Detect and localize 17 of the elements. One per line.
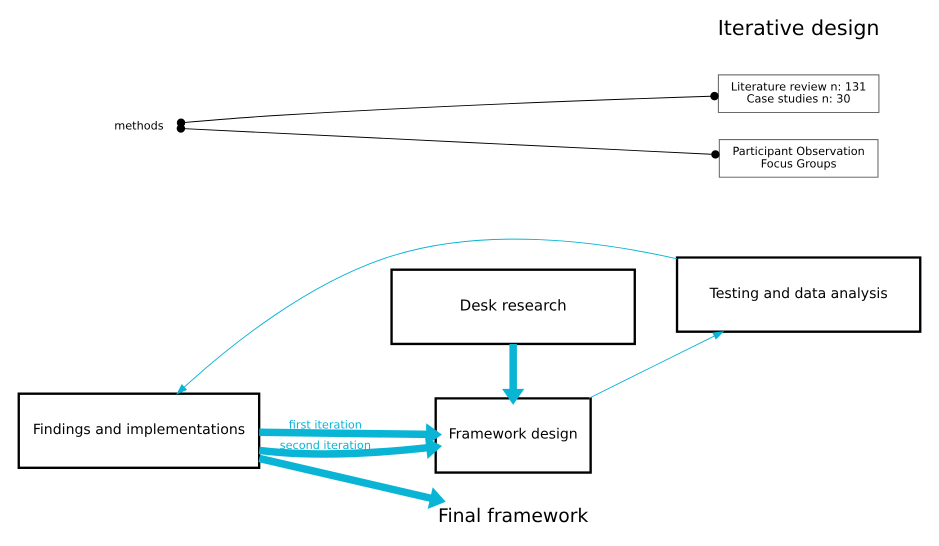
edge-label: first iteration	[288, 418, 362, 432]
arrow	[176, 238, 678, 395]
node-box: Literature review n: 131 Case studies n: 30	[718, 74, 880, 113]
edge-label: second iteration	[280, 439, 371, 452]
connector	[176, 124, 720, 159]
arrow	[258, 454, 446, 509]
label: Iterative design	[718, 16, 880, 40]
arrow	[502, 344, 524, 405]
node-box: Testing and data analysis	[676, 256, 922, 333]
arrow	[588, 331, 724, 399]
node-text: Final framework	[438, 506, 588, 527]
arrow	[258, 436, 442, 459]
node-box: Findings and implementations	[18, 392, 260, 470]
node-box: Desk research	[390, 268, 636, 346]
node-box: Framework design	[434, 397, 592, 474]
node-text: methods	[114, 119, 164, 132]
node-box: Participant Observation Focus Groups	[718, 139, 878, 178]
